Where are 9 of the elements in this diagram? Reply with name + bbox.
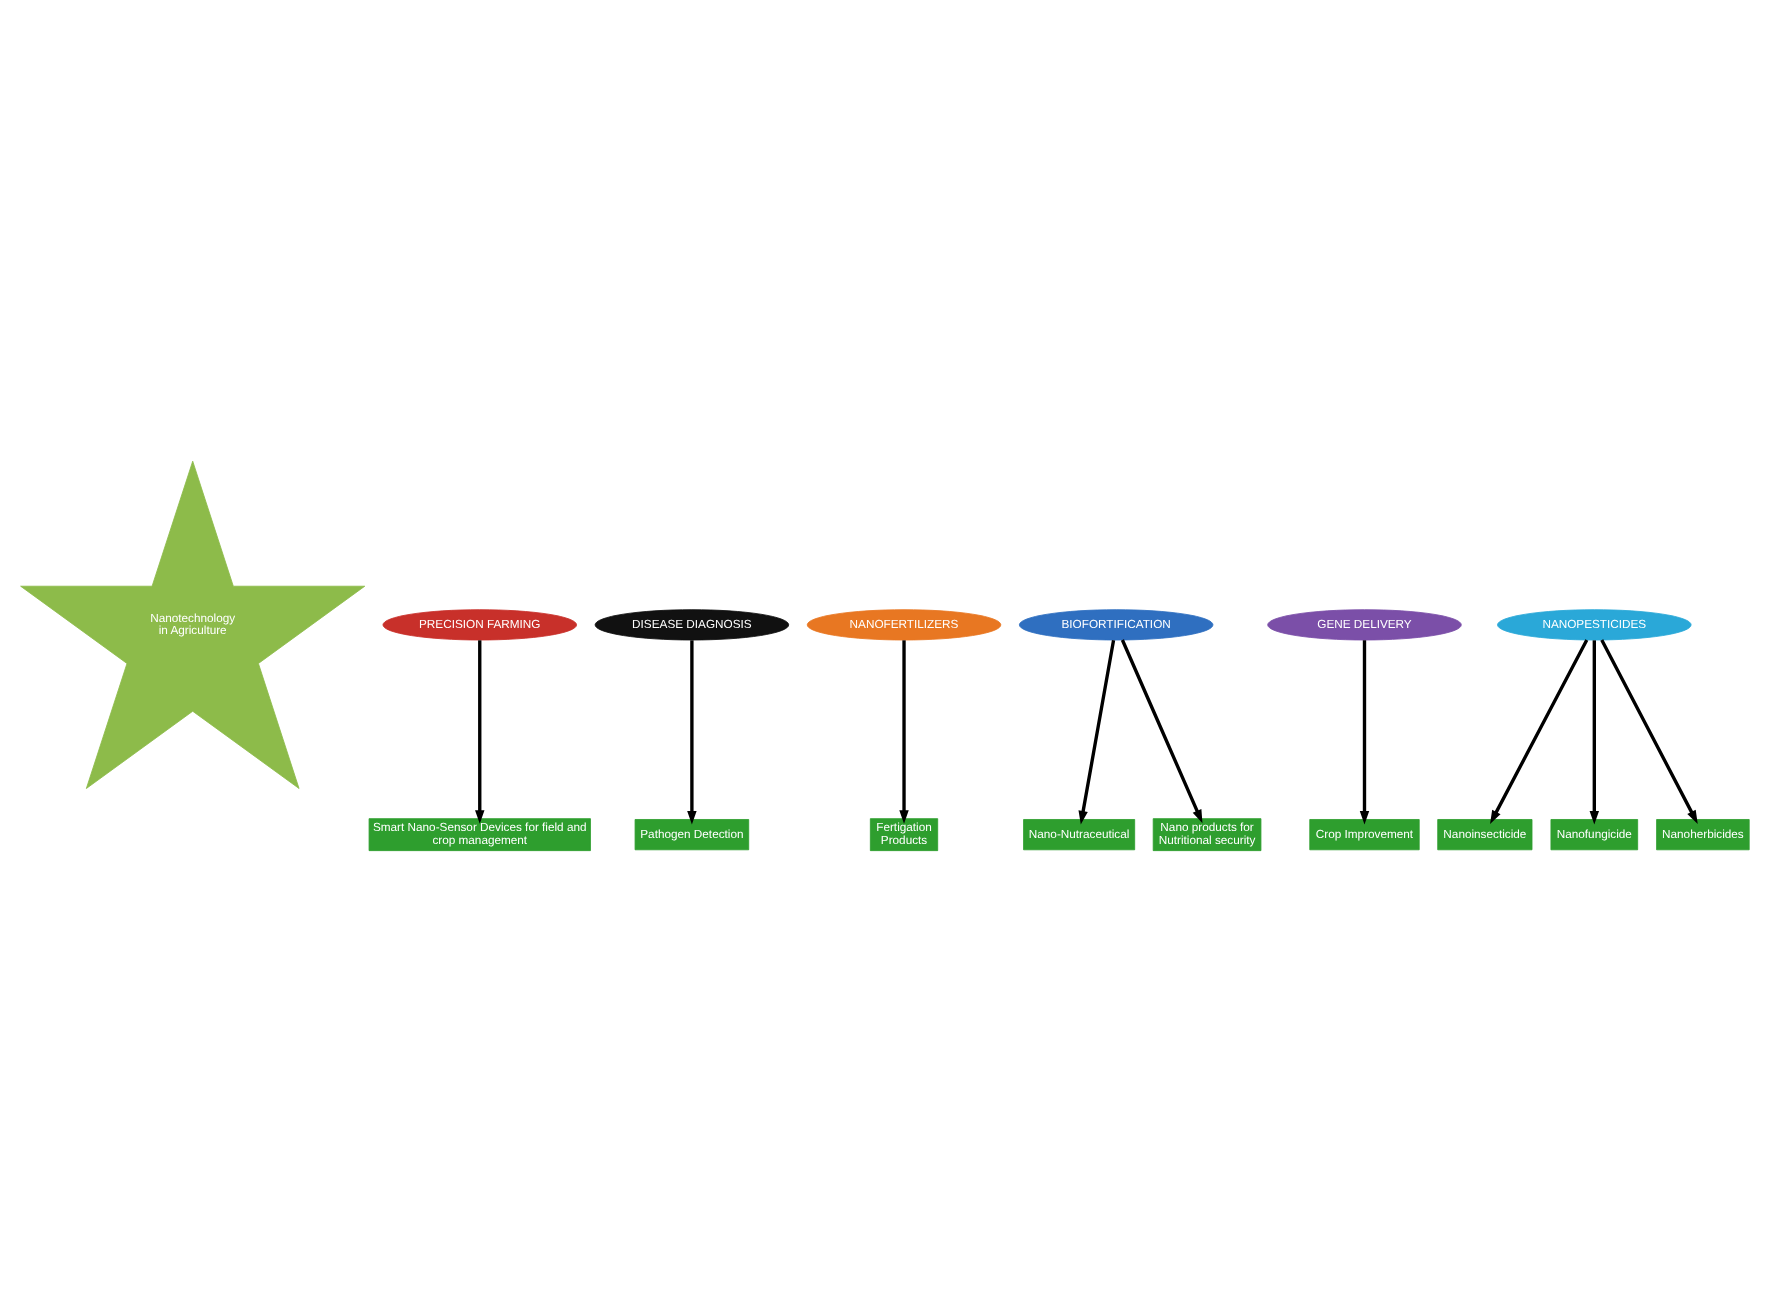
arrow bbox=[687, 639, 697, 824]
arrow bbox=[1600, 638, 1698, 823]
arrow bbox=[1359, 639, 1370, 824]
arrow bbox=[1490, 638, 1589, 823]
arrow bbox=[475, 639, 485, 823]
arrow bbox=[1078, 639, 1116, 824]
arrow bbox=[1120, 638, 1203, 823]
arrow bbox=[899, 639, 909, 823]
arrow bbox=[1589, 639, 1600, 824]
